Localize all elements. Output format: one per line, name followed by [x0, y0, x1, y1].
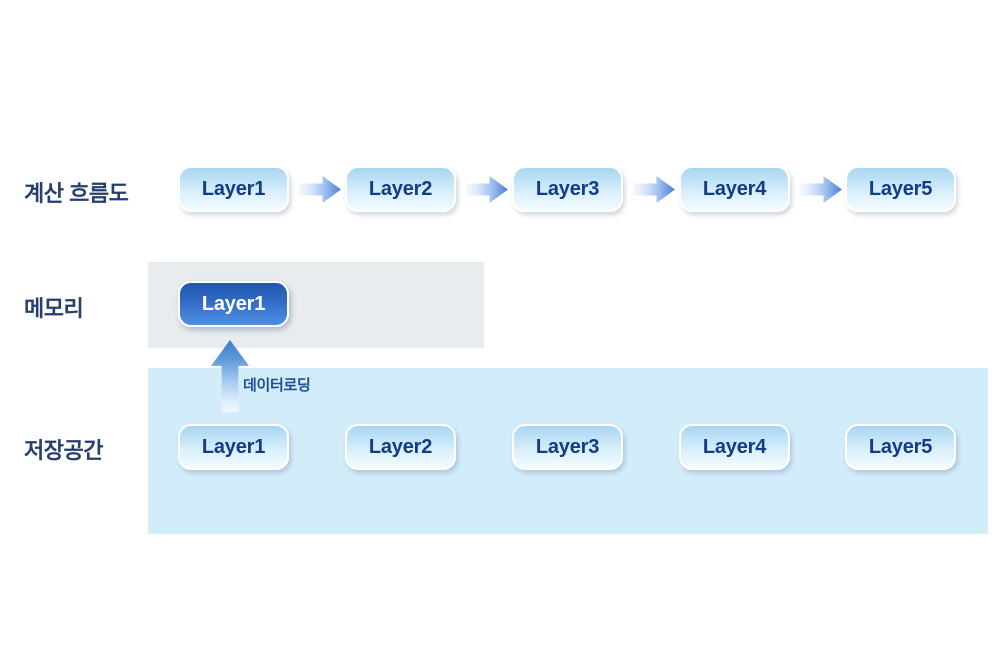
flow-chip-layer1[interactable]: Layer1 [178, 166, 289, 212]
arrow-right-icon-1 [299, 176, 341, 203]
storage-chip-layer5[interactable]: Layer5 [845, 424, 956, 470]
arrow-right-icon-3 [633, 176, 675, 203]
storage-chip-layer3[interactable]: Layer3 [512, 424, 623, 470]
row-label-memory: 메모리 [24, 296, 84, 321]
row-label-compute-flow: 계산 흐름도 [24, 181, 129, 206]
storage-chip-layer1[interactable]: Layer1 [178, 424, 289, 470]
arrow-right-icon-4 [800, 176, 842, 203]
row-label-storage: 저장공간 [24, 438, 103, 463]
storage-chip-layer2[interactable]: Layer2 [345, 424, 456, 470]
flow-chip-layer4[interactable]: Layer4 [679, 166, 790, 212]
flow-chip-layer2[interactable]: Layer2 [345, 166, 456, 212]
storage-chip-layer4[interactable]: Layer4 [679, 424, 790, 470]
data-loading-label: 데이터로딩 [243, 377, 311, 394]
arrow-right-icon-2 [466, 176, 508, 203]
flow-chip-layer5[interactable]: Layer5 [845, 166, 956, 212]
flow-chip-layer3[interactable]: Layer3 [512, 166, 623, 212]
memory-chip-layer1[interactable]: Layer1 [178, 281, 289, 327]
